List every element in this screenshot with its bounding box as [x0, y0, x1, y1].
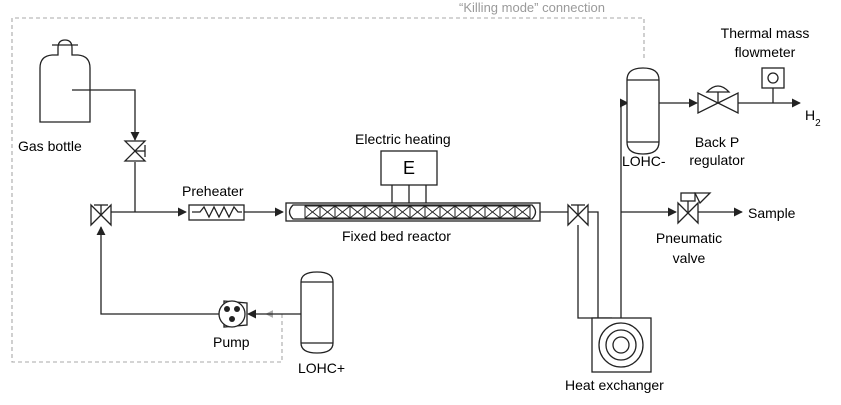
- heat-exchanger-icon: [591, 317, 652, 373]
- pneumatic-label-line1: Pneumatic: [656, 230, 722, 246]
- inlet-valve-icon: [90, 203, 112, 227]
- h2-label: H2: [805, 107, 821, 129]
- reactor-bed-cell-cross: [304, 205, 321, 219]
- flowmeter-label-line1: Thermal mass: [721, 25, 810, 41]
- reactor-bed-cell-cross: [424, 205, 441, 219]
- gas-shutoff-valve-icon: [123, 140, 147, 162]
- back-pressure-label-line1: Back P: [695, 134, 739, 150]
- pump-icon: [218, 300, 248, 328]
- pneumatic-label-line2: valve: [673, 250, 706, 266]
- h2-subscript: 2: [815, 118, 821, 129]
- flowmeter-label-line2: flowmeter: [735, 44, 796, 60]
- preheater-label: Preheater: [182, 183, 244, 199]
- reactor-bed-cell-cross: [364, 205, 381, 219]
- reactor-bed-cell-cross: [394, 205, 411, 219]
- reactor-bed-cell-cross: [499, 205, 516, 219]
- sample-label: Sample: [748, 205, 796, 221]
- lohc-plus-tank-icon: [300, 271, 334, 354]
- reactor-bed-cell-cross: [409, 205, 426, 219]
- lohc-minus-label: LOHC-: [622, 153, 666, 169]
- outlet-valve-icon: [567, 203, 589, 227]
- reactor-bed-cell-cross: [469, 205, 486, 219]
- fixed-bed-reactor-icon: [285, 202, 541, 222]
- killing-mode-connection-label: “Killing mode” connection: [459, 0, 605, 15]
- fixed-bed-reactor-label: Fixed bed reactor: [342, 228, 451, 244]
- preheater-icon: [188, 204, 245, 221]
- reactor-bed-cell-cross: [349, 205, 366, 219]
- reactor-bed-cell-cross: [514, 205, 531, 219]
- gas-bottle-label: Gas bottle: [18, 138, 82, 154]
- reactor-bed-cell-cross: [319, 205, 336, 219]
- reactor-bed-cell-cross: [454, 205, 471, 219]
- reactor-bed-cell-cross: [379, 205, 396, 219]
- gas-bottle-icon: [39, 39, 91, 123]
- back-pressure-label-line2: regulator: [689, 152, 745, 168]
- heat-exchanger-label: Heat exchanger: [565, 377, 664, 393]
- back-pressure-regulator-icon: [697, 85, 739, 115]
- reactor-bed-cell-cross: [484, 205, 501, 219]
- h2-main: H: [805, 107, 815, 123]
- reactor-bed-cell-cross: [334, 205, 351, 219]
- heater-symbol: E: [403, 158, 415, 178]
- electric-heater-icon: E: [380, 150, 438, 203]
- lohc-plus-label: LOHC+: [298, 360, 345, 376]
- reactor-bed-cell: [514, 205, 531, 219]
- reactor-bed-cell-cross: [439, 205, 456, 219]
- electric-heating-label: Electric heating: [355, 131, 451, 147]
- pump-label: Pump: [213, 334, 250, 350]
- pneumatic-valve-icon: [677, 192, 712, 225]
- lohc-minus-tank-icon: [626, 67, 660, 155]
- thermal-mass-flowmeter-icon: [761, 67, 785, 103]
